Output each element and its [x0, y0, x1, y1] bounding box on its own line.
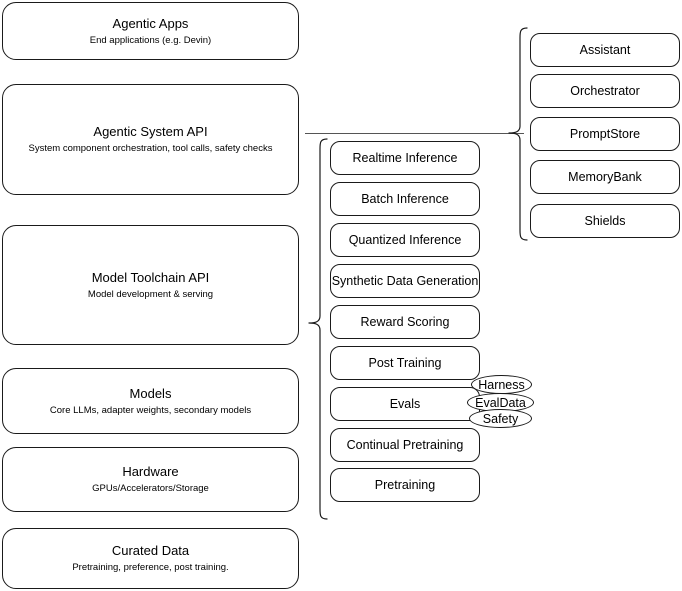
layer-box-models[interactable]: Models Core LLMs, adapter weights, secon…	[2, 368, 299, 434]
layer-box-agentic-apps[interactable]: Agentic Apps End applications (e.g. Devi…	[2, 2, 299, 60]
toolchain-item-reward-scoring[interactable]: Reward Scoring	[330, 305, 480, 339]
toolchain-item-evals[interactable]: Evals	[330, 387, 480, 421]
layer-subtitle: Core LLMs, adapter weights, secondary mo…	[49, 404, 252, 416]
toolchain-item-continual-pretraining[interactable]: Continual Pretraining	[330, 428, 480, 462]
item-label: Post Training	[368, 356, 442, 370]
item-label: Assistant	[579, 43, 631, 57]
evals-pill-harness[interactable]: Harness	[471, 375, 532, 394]
layer-subtitle: Model development & serving	[87, 288, 214, 300]
agentic-item-promptstore[interactable]: PromptStore	[530, 117, 680, 151]
toolchain-item-quantized-inference[interactable]: Quantized Inference	[330, 223, 480, 257]
toolchain-item-post-training[interactable]: Post Training	[330, 346, 480, 380]
item-label: Realtime Inference	[352, 151, 458, 165]
brace-model-toolchain-group	[306, 138, 328, 520]
item-label: MemoryBank	[568, 170, 642, 184]
item-label: PromptStore	[569, 127, 641, 141]
layer-subtitle: Pretraining, preference, post training.	[72, 562, 229, 573]
item-label: Quantized Inference	[348, 233, 462, 247]
evals-pill-safety[interactable]: Safety	[469, 409, 532, 428]
connector-agentic-system-to-right-group	[305, 133, 524, 134]
item-label: Pretraining	[374, 478, 436, 492]
layer-box-curated-data[interactable]: Curated Data Pretraining, preference, po…	[2, 528, 299, 589]
toolchain-item-pretraining[interactable]: Pretraining	[330, 468, 480, 502]
layer-title: Models	[129, 385, 172, 401]
toolchain-item-batch-inference[interactable]: Batch Inference	[330, 182, 480, 216]
layer-title: Model Toolchain API	[91, 269, 210, 285]
item-label: Evals	[389, 397, 421, 411]
agentic-item-assistant[interactable]: Assistant	[530, 33, 680, 67]
layer-subtitle: System component orchestration, tool cal…	[28, 143, 273, 154]
brace-agentic-system-group	[506, 27, 528, 241]
layer-box-hardware[interactable]: Hardware GPUs/Accelerators/Storage	[2, 447, 299, 512]
item-label: Reward Scoring	[360, 315, 450, 329]
agentic-item-shields[interactable]: Shields	[530, 204, 680, 238]
layer-title: Agentic System API	[93, 124, 208, 139]
layer-title: Hardware	[122, 464, 179, 479]
layer-subtitle: GPUs/Accelerators/Storage	[92, 483, 209, 494]
layer-title: Agentic Apps	[112, 15, 189, 31]
toolchain-item-realtime-inference[interactable]: Realtime Inference	[330, 141, 480, 175]
toolchain-item-synthetic-data-generation[interactable]: Synthetic Data Generation	[330, 264, 480, 298]
item-label: Continual Pretraining	[346, 438, 464, 452]
agentic-item-orchestrator[interactable]: Orchestrator	[530, 74, 680, 108]
layer-box-model-toolchain-api[interactable]: Model Toolchain API Model development & …	[2, 225, 299, 345]
layer-subtitle: End applications (e.g. Devin)	[89, 34, 212, 46]
layer-title: Curated Data	[111, 543, 190, 558]
item-label: Synthetic Data Generation	[331, 274, 479, 288]
item-label: Orchestrator	[570, 84, 640, 98]
layer-box-agentic-system-api[interactable]: Agentic System API System component orch…	[2, 84, 299, 195]
item-label: Shields	[584, 214, 626, 228]
item-label: Batch Inference	[361, 192, 449, 206]
agentic-item-memorybank[interactable]: MemoryBank	[530, 160, 680, 194]
